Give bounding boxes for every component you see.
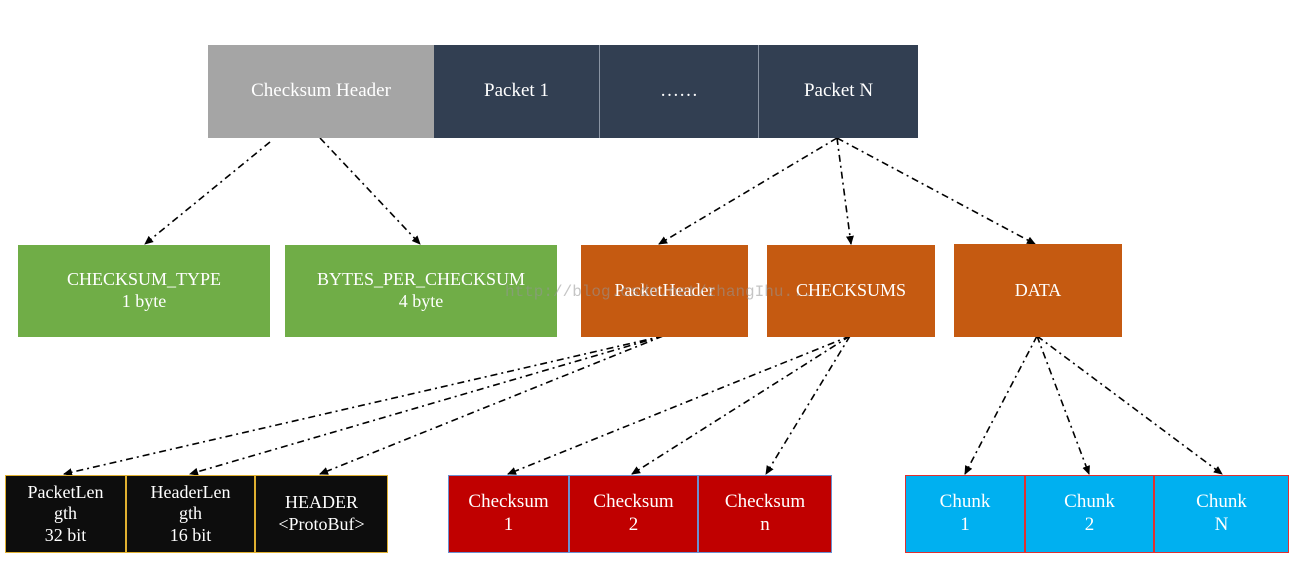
checksum-n-line1: Checksum [724, 491, 806, 513]
chunk-1-line1: Chunk [939, 491, 991, 513]
arrow-packetn-to-checksums [836, 137, 854, 245]
packet-n-box: Packet N [758, 45, 918, 138]
checksum-1-box: Checksum 1 [448, 475, 569, 553]
packet-header-label: PacketHeader [614, 280, 715, 301]
checksum-2-line1: Checksum [593, 491, 674, 513]
chunk-1-line2: 1 [960, 514, 970, 535]
header-length-box: HeaderLen gth 16 bit [126, 475, 255, 553]
arrow-checksums-to-1 [507, 335, 851, 475]
arrow-header-to-bytes [319, 137, 421, 245]
checksum-1-line2: 1 [503, 514, 514, 535]
arrow-packetheader-to-len [63, 335, 664, 477]
header-protobuf-line2: <ProtoBuf> [278, 514, 365, 534]
chunk-2-box: Chunk 2 [1025, 475, 1154, 553]
chunk-2-line2: 2 [1084, 514, 1095, 535]
arrow-data-to-chunk1 [964, 335, 1038, 475]
ellipsis-label: …… [660, 80, 698, 102]
checksum-header-box: Checksum Header [208, 45, 434, 138]
arrow-data-to-chunkn [1036, 335, 1223, 475]
checksum-type-size: 1 byte [121, 291, 167, 311]
data-label: DATA [1014, 279, 1062, 300]
arrow-checksums-to-n [765, 335, 851, 475]
checksum-n-line2: n [760, 514, 770, 535]
packet-header-box: PacketHeader [581, 245, 748, 337]
header-protobuf-box: HEADER <ProtoBuf> [255, 475, 388, 553]
bytes-per-checksum-box: BYTES_PER_CHECKSUM 4 byte [285, 245, 557, 337]
checksum-2-box: Checksum 2 [569, 475, 698, 553]
packet-1-box: Packet 1 [434, 45, 599, 138]
chunk-n-box: Chunk N [1154, 475, 1289, 553]
packet-n-label: Packet N [803, 80, 874, 102]
data-box: DATA [954, 244, 1122, 337]
checksum-n-box: Checksum n [698, 475, 832, 553]
checksums-box: CHECKSUMS [767, 245, 935, 337]
checksums-label: CHECKSUMS [795, 280, 907, 301]
chunk-n-line2: N [1214, 514, 1229, 535]
packet-length-box: PacketLen gth 32 bit [5, 475, 126, 553]
arrow-checksums-to-2 [631, 335, 851, 475]
arrow-data-to-chunk2 [1036, 335, 1090, 475]
header-length-line2: gth [178, 503, 202, 524]
bytes-per-checksum-size: 4 byte [398, 291, 444, 311]
chunk-1-box: Chunk 1 [905, 475, 1025, 553]
packet-1-label: Packet 1 [484, 80, 549, 102]
header-length-size: 16 bit [169, 524, 212, 545]
packet-length-size: 32 bit [44, 524, 87, 545]
chunk-n-line1: Chunk [1196, 491, 1247, 513]
ellipsis-box: …… [599, 45, 758, 138]
checksum-1-line1: Checksum [468, 491, 549, 513]
header-protobuf-line1: HEADER [285, 492, 358, 513]
checksum-type-box: CHECKSUM_TYPE 1 byte [18, 245, 270, 337]
checksum-2-line2: 2 [628, 514, 639, 535]
packet-length-line2: gth [53, 503, 77, 524]
arrow-packetheader-to-proto [319, 335, 664, 475]
checksum-header-label: Checksum Header [251, 80, 391, 102]
bytes-per-checksum-name: BYTES_PER_CHECKSUM [316, 269, 526, 290]
header-length-line1: HeaderLen [150, 481, 231, 502]
arrow-header-to-type [144, 141, 271, 245]
arrow-packetn-to-header [658, 137, 838, 245]
arrow-packetn-to-data [836, 137, 1036, 245]
chunk-2-line1: Chunk [1064, 491, 1115, 513]
checksum-type-name: CHECKSUM_TYPE [66, 269, 222, 290]
packet-length-line1: PacketLen [27, 481, 104, 502]
arrow-packetheader-to-hlen [189, 335, 664, 476]
